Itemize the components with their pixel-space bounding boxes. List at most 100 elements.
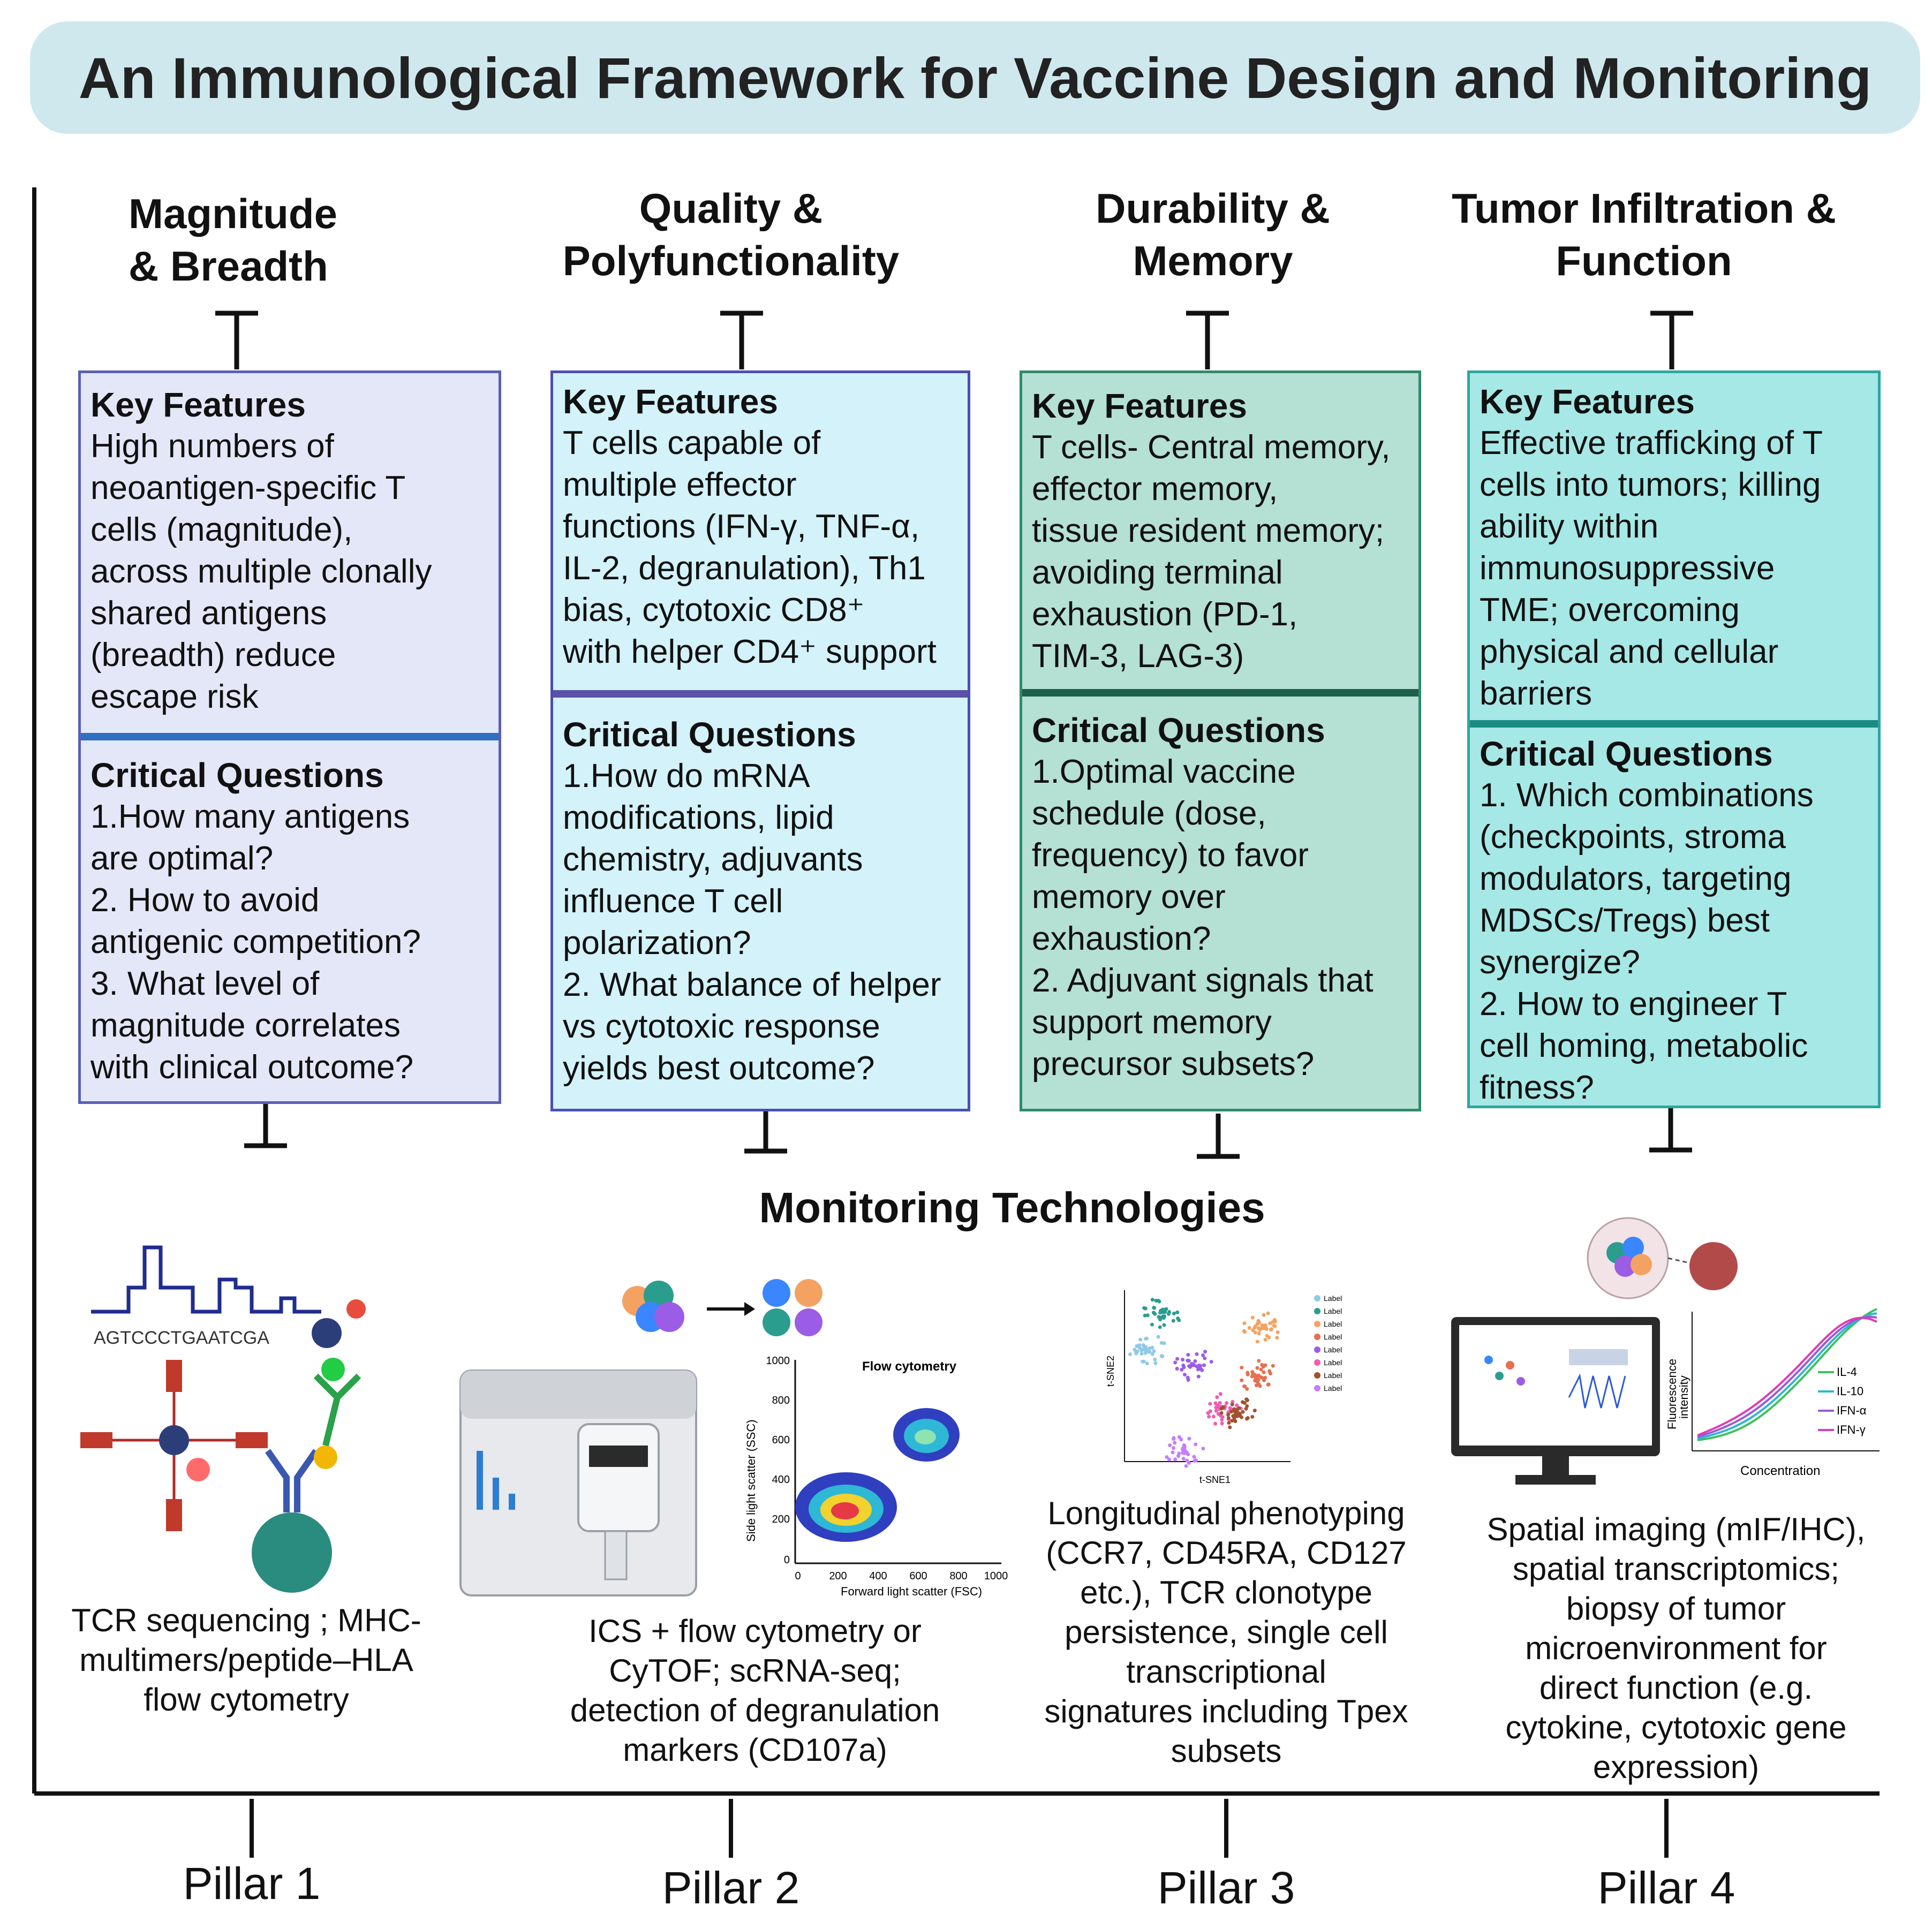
tsne-point [1160,1355,1165,1359]
tsne-legend-label: Label [1324,1371,1342,1380]
critical-questions-text: 1.How many antigens are optimal? 2. How … [90,798,421,1086]
critical-questions-text: 1.How do mRNA modifications, lipid chemi… [563,758,941,1087]
tsne-point [1188,1365,1193,1369]
tsne-point [1150,1322,1154,1327]
tsne-y-label: t-SNE2 [1105,1356,1116,1387]
tsne-point [1234,1413,1238,1417]
tsne-point [1226,1413,1231,1417]
tsne-point [1195,1364,1199,1368]
tsne-point [1147,1350,1151,1354]
svg-text:800: 800 [949,1570,967,1582]
tsne-point [1173,1457,1178,1462]
tsne-point [1156,1335,1160,1339]
tsne-legend-swatch [1314,1334,1320,1340]
tsne-point [1201,1353,1205,1357]
critical-questions-section: Critical Questions 1.How many antigens a… [90,754,493,1088]
pillar-1-label: Pillar 1 [183,1858,321,1909]
tsne-point [1262,1313,1266,1317]
fluor-x-label: Concentration [1740,1464,1820,1478]
pillar-3-label: Pillar 3 [1157,1863,1295,1913]
dna-sequence-text: AGTCCCTGAATCGA [94,1328,269,1348]
tsne-point [1242,1321,1247,1326]
svg-text:0: 0 [784,1554,790,1566]
tsne-point [1225,1401,1229,1405]
fluor-legend-label: IFN-α [1837,1404,1867,1417]
tsne-point [1218,1401,1222,1405]
svg-text:0: 0 [795,1570,801,1582]
card-divider [1470,720,1878,728]
critical-questions-heading: Critical Questions [90,756,384,794]
tumor-cells-icon [1587,1217,1738,1299]
card-divider [1022,689,1418,697]
fluor-y-label-1: Fluorescence [1665,1359,1679,1429]
tsne-point [1142,1306,1146,1310]
tsne-legend-swatch [1314,1372,1320,1379]
critical-questions-heading: Critical Questions [563,715,856,754]
tsne-point [1153,1357,1157,1361]
pillar-1-title: Magnitude& Breadth [129,190,337,290]
monitoring-title: Monitoring Technologies [759,1184,1265,1231]
tsne-point [1173,1441,1177,1445]
tsne-legend-label: Label [1324,1358,1342,1367]
tsne-point [1173,1360,1178,1365]
tsne-point [1268,1372,1272,1376]
tsne-point [1180,1358,1184,1362]
tsne-point [1157,1299,1161,1304]
pillar-2-monitoring-text: ICS + flow cytometry or CyTOF; scRNA-seq… [570,1613,940,1768]
tsne-point [1182,1448,1186,1452]
svg-text:200: 200 [829,1570,847,1582]
tsne-point [1165,1455,1169,1459]
tsne-point [1259,1367,1263,1372]
tsne-point [1190,1362,1194,1366]
tsne-point [1150,1298,1154,1302]
key-features-heading: Key Features [1032,387,1247,425]
tsne-point [1195,1352,1199,1356]
tsne-legend-label: Label [1324,1307,1342,1315]
tsne-point [1175,1310,1180,1314]
fluorescence-curve-chart: Fluorescence intensity Concentration IL-… [1665,1308,1880,1478]
tsne-point [1138,1337,1143,1342]
tsne-point [1250,1414,1255,1419]
tsne-point [1246,1416,1250,1420]
tsne-point [1214,1409,1218,1413]
tsne-point [1240,1366,1244,1370]
svg-text:600: 600 [909,1570,927,1582]
tsne-point [1137,1343,1142,1348]
tsne-point [1258,1328,1262,1332]
svg-text:800: 800 [772,1395,790,1406]
tsne-point [1207,1414,1211,1419]
tsne-point [1242,1401,1247,1405]
tsne-point [1187,1436,1191,1441]
tsne-point [1219,1406,1224,1411]
svg-text:400: 400 [772,1474,790,1486]
tsne-point [1213,1421,1218,1426]
tsne-point [1143,1351,1148,1355]
tsne-point [1230,1402,1234,1406]
tsne-point [1193,1359,1197,1363]
tsne-point [1229,1410,1234,1414]
tsne-point [1241,1410,1245,1414]
pillar-2-label: Pillar 2 [662,1863,800,1913]
tsne-point [1145,1313,1150,1318]
tsne-point [1238,1412,1242,1417]
title-banner [30,21,1920,134]
tsne-point [1272,1323,1276,1328]
tsne-legend-swatch [1314,1346,1320,1353]
key-features-heading: Key Features [563,382,778,421]
tsne-point [1186,1358,1190,1363]
svg-text:200: 200 [772,1514,790,1525]
tsne-point [1202,1363,1206,1367]
tsne-point [1159,1341,1164,1345]
tsne-point [1219,1411,1224,1415]
tsne-point [1196,1374,1201,1379]
tsne-point [1200,1368,1204,1372]
tsne-point [1220,1421,1224,1426]
cell-cluster-icon [622,1281,684,1332]
critical-questions-heading: Critical Questions [1032,711,1325,750]
tsne-point [1203,1350,1208,1354]
tsne-point [1263,1337,1267,1342]
fluor-legend-label: IL-4 [1837,1365,1857,1379]
tsne-point [1172,1437,1176,1441]
sequencing-trace-icon [91,1245,321,1314]
